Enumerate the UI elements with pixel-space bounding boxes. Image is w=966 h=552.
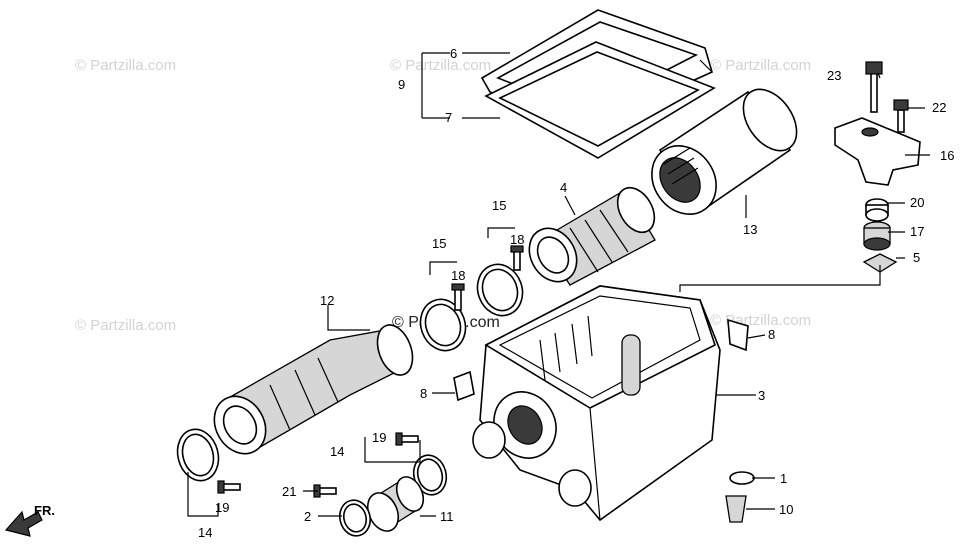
part-collar[interactable] bbox=[865, 198, 889, 222]
callout-22: 22 bbox=[932, 100, 946, 115]
part-hose-clamp[interactable] bbox=[413, 293, 472, 357]
callout-18: 18 bbox=[510, 232, 524, 247]
part-grommet[interactable] bbox=[863, 221, 891, 251]
watermark: © Partzilla.com bbox=[75, 317, 176, 334]
callout-15: 15 bbox=[492, 198, 506, 213]
part-air-cleaner-case[interactable] bbox=[472, 285, 721, 522]
callout-21: 21 bbox=[282, 484, 296, 499]
callout-19: 19 bbox=[372, 430, 386, 445]
part-screw[interactable] bbox=[451, 283, 465, 311]
callout-11: 11 bbox=[440, 509, 454, 524]
callout-17: 17 bbox=[910, 224, 924, 239]
watermark: © Partzilla.com bbox=[75, 57, 176, 74]
callout-12: 12 bbox=[320, 293, 334, 308]
part-screw[interactable] bbox=[395, 432, 419, 446]
callout-5: 5 bbox=[913, 250, 920, 265]
callout-6: 6 bbox=[450, 46, 457, 61]
callout-14: 14 bbox=[330, 444, 344, 459]
callout-3: 3 bbox=[758, 388, 765, 403]
callout-4: 4 bbox=[560, 180, 567, 195]
part-bolt[interactable] bbox=[893, 99, 909, 133]
part-drain-plug[interactable] bbox=[725, 495, 747, 523]
callout-7: 7 bbox=[445, 110, 452, 125]
callout-20: 20 bbox=[910, 195, 924, 210]
leader-lines bbox=[187, 52, 930, 517]
callout-14: 14 bbox=[198, 525, 212, 540]
part-clamp[interactable] bbox=[336, 497, 374, 540]
part-screw[interactable] bbox=[217, 480, 241, 494]
watermark: © Partzilla.com bbox=[710, 57, 811, 74]
callout-10: 10 bbox=[779, 502, 793, 517]
callout-1: 1 bbox=[780, 471, 787, 486]
callout-8: 8 bbox=[768, 327, 775, 342]
callout-9: 9 bbox=[398, 77, 405, 92]
part-filter-element[interactable] bbox=[639, 80, 808, 227]
callout-16: 16 bbox=[940, 148, 954, 163]
callout-15: 15 bbox=[432, 236, 446, 251]
part-clip[interactable] bbox=[727, 318, 749, 352]
part-bracket[interactable] bbox=[834, 117, 921, 186]
callout-18: 18 bbox=[451, 268, 465, 283]
front-direction-label: FR. bbox=[34, 503, 55, 518]
callout-8: 8 bbox=[420, 386, 427, 401]
part-cover-gasket[interactable] bbox=[484, 41, 716, 159]
part-hose-clamp[interactable] bbox=[470, 258, 529, 322]
part-hose-clamp[interactable] bbox=[172, 425, 224, 486]
part-air-filter-screen[interactable] bbox=[520, 181, 662, 290]
part-connecting-tube[interactable] bbox=[362, 473, 429, 536]
callout-13: 13 bbox=[743, 222, 757, 237]
part-intake-duct[interactable] bbox=[204, 320, 419, 463]
part-screw[interactable] bbox=[510, 245, 524, 271]
callout-19: 19 bbox=[215, 500, 229, 515]
callout-2: 2 bbox=[304, 509, 311, 524]
part-clip[interactable] bbox=[453, 370, 475, 402]
callout-23: 23 bbox=[827, 68, 841, 83]
watermark: © Partzilla.com bbox=[710, 312, 811, 329]
part-hose-clamp[interactable] bbox=[409, 452, 450, 499]
part-plate[interactable] bbox=[862, 253, 898, 273]
watermark: © Partzilla.com bbox=[390, 57, 491, 74]
front-direction-indicator: FR. bbox=[4, 503, 55, 537]
part-band[interactable] bbox=[729, 471, 755, 485]
part-bolt[interactable] bbox=[865, 61, 883, 113]
